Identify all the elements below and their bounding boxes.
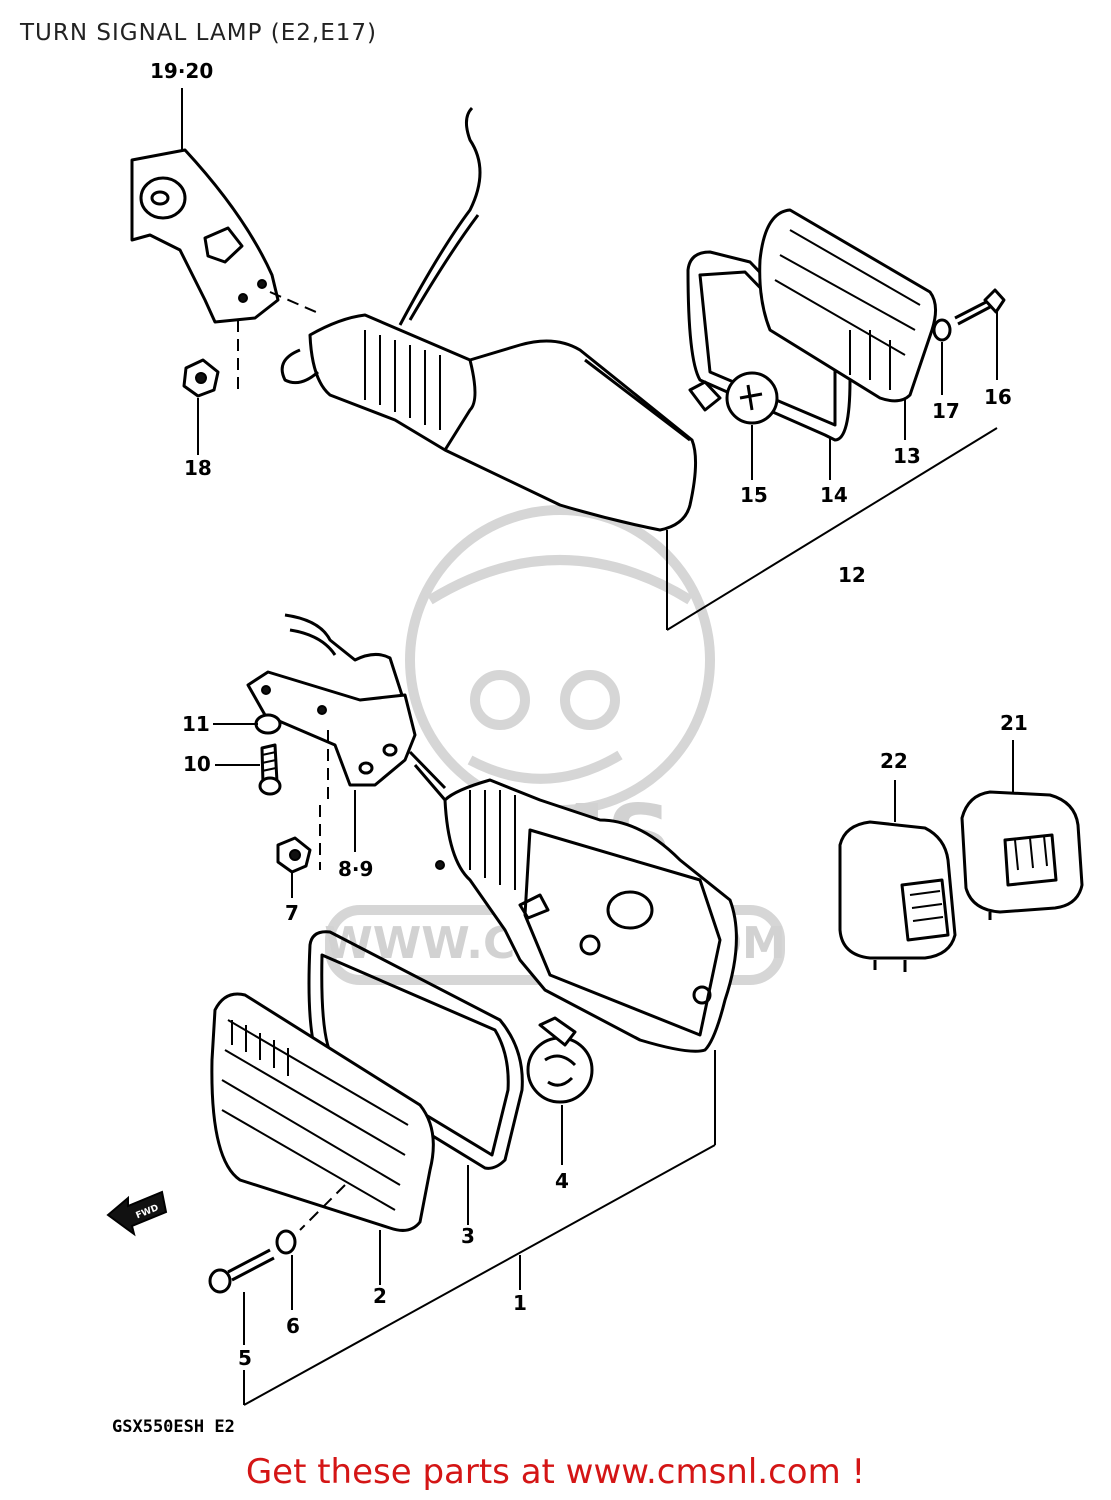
nut-7 bbox=[276, 836, 312, 874]
rear-lamp-housing-12 bbox=[280, 106, 698, 532]
screw-10 bbox=[258, 743, 282, 796]
relay-21 bbox=[960, 740, 1084, 920]
screw-5 bbox=[208, 1248, 275, 1294]
relay-22 bbox=[838, 780, 957, 972]
gasket-14 bbox=[686, 250, 852, 442]
callout-22: 22 bbox=[880, 749, 908, 773]
lens-13 bbox=[758, 208, 937, 403]
callout-12: 12 bbox=[838, 563, 866, 587]
callout-16: 16 bbox=[984, 385, 1012, 409]
callout-18: 18 bbox=[184, 456, 212, 480]
lens-2 bbox=[210, 992, 435, 1232]
callout-1: 1 bbox=[513, 1291, 527, 1315]
rear-callout-lines bbox=[181, 88, 998, 631]
model-code: GSX550ESH E2 bbox=[112, 1417, 235, 1437]
front-callout-lines bbox=[213, 723, 716, 1406]
callout-5: 5 bbox=[238, 1346, 252, 1370]
callout-8-9: 8·9 bbox=[338, 857, 373, 881]
callout-10: 10 bbox=[183, 752, 211, 776]
callout-19-20: 19·20 bbox=[150, 59, 213, 83]
callout-7: 7 bbox=[285, 901, 299, 925]
callout-6: 6 bbox=[286, 1314, 300, 1338]
bracket-8-9 bbox=[246, 613, 417, 787]
callout-14: 14 bbox=[820, 483, 848, 507]
washer-11 bbox=[254, 713, 282, 735]
bulb-4 bbox=[526, 1016, 594, 1104]
callout-2: 2 bbox=[373, 1284, 387, 1308]
washer-17 bbox=[932, 318, 952, 342]
nut-18 bbox=[182, 358, 220, 398]
bulb-15 bbox=[688, 371, 779, 425]
front-lamp-housing bbox=[408, 750, 738, 1053]
washer-6 bbox=[275, 1229, 297, 1255]
callout-15: 15 bbox=[740, 483, 768, 507]
callout-17: 17 bbox=[932, 399, 960, 423]
callout-21: 21 bbox=[1000, 711, 1028, 735]
callout-4: 4 bbox=[555, 1169, 569, 1193]
callout-13: 13 bbox=[893, 444, 921, 468]
callout-labels: 19·20 18 17 16 15 14 13 12 11 10 8·9 7 2… bbox=[150, 59, 1028, 1370]
footer-link[interactable]: Get these parts at www.cmsnl.com ! bbox=[245, 1452, 866, 1492]
callout-3: 3 bbox=[461, 1224, 475, 1248]
callout-11: 11 bbox=[182, 712, 210, 736]
screw-16 bbox=[954, 288, 1006, 326]
bracket-19-20 bbox=[130, 148, 280, 324]
diagram-title: TURN SIGNAL LAMP (E2,E17) bbox=[20, 20, 377, 46]
forward-arrow-icon: FWD bbox=[106, 1190, 168, 1237]
